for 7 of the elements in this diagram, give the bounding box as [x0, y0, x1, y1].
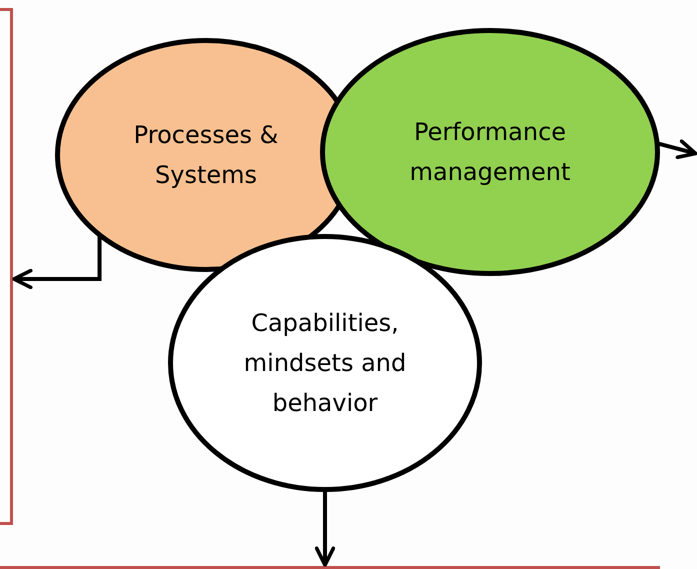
arrow [657, 139, 697, 160]
node-label: Processes & Systems [132, 120, 280, 191]
arrow [314, 490, 336, 567]
node-label: Capabilities, mindsets and behavior [242, 308, 408, 419]
arrow [12, 235, 102, 290]
side-panel-box [0, 8, 13, 525]
node-label: Performance management [408, 117, 572, 188]
